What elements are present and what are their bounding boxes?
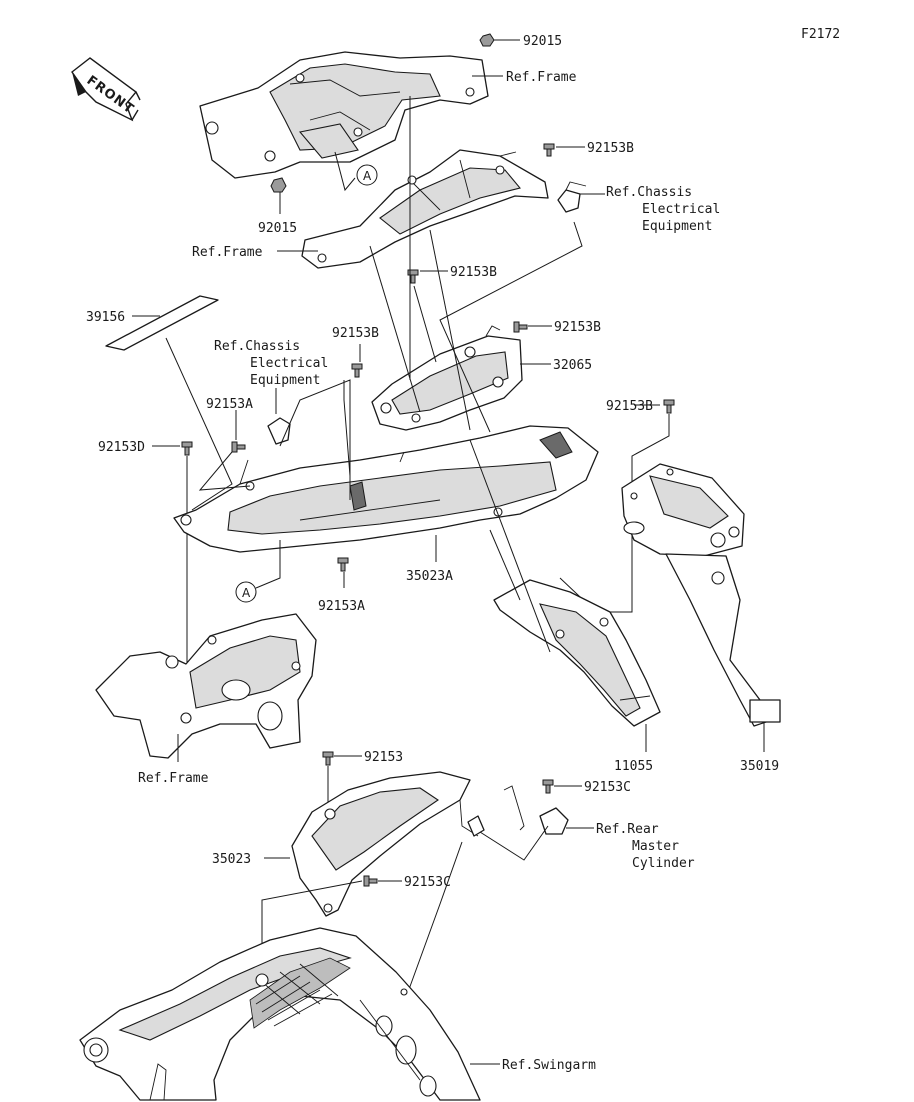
sticker-39156-part [105, 295, 219, 351]
label-ref-rear-1: Ref.Rear [596, 822, 659, 837]
bracket-11055-part [493, 579, 661, 727]
label-35023: 35023 [212, 852, 251, 867]
svg-text:A: A [242, 586, 251, 600]
bolt-92153b-top-icon [543, 143, 555, 157]
clip-rear-master-cylinder-icon [467, 785, 569, 837]
label-ref-rear-2: Master [632, 839, 679, 854]
label-ref-frame-top: Ref.Frame [506, 70, 577, 85]
label-ref-swingarm: Ref.Swingarm [502, 1058, 596, 1073]
bolt-92015-mid-icon [270, 177, 287, 193]
label-ref-chassis-l1: Ref.Chassis [214, 339, 300, 354]
label-92153b-top: 92153B [587, 141, 634, 156]
label-92153b-right: 92153B [554, 320, 601, 335]
bolt-92153c-mid-icon [363, 875, 378, 887]
label-ref-chassis-l2: Electrical [250, 356, 328, 371]
label-35023a: 35023A [406, 569, 453, 584]
label-35019: 35019 [740, 759, 779, 774]
bolt-92015-top-icon [479, 33, 495, 47]
label-92153c-top: 92153C [584, 780, 631, 795]
ref-a-circle-upper: A [334, 151, 378, 192]
label-ref-chassis-l3: Equipment [250, 373, 320, 388]
frame-upper-part [199, 51, 489, 179]
label-ref-rear-3: Cylinder [632, 856, 695, 871]
label-32065: 32065 [553, 358, 592, 373]
clip-chassis-top-icon [557, 181, 587, 213]
ref-a-circle-lower: A [235, 540, 281, 603]
frame-lower-part [95, 613, 317, 759]
front-arrow-icon: FRONT [71, 57, 141, 122]
bolt-92153b-right-icon [513, 321, 528, 333]
bolt-92153a-top-icon [231, 441, 246, 453]
swingarm-part [79, 927, 481, 1101]
label-92153: 92153 [364, 750, 403, 765]
clip-chassis-left-icon [267, 417, 291, 445]
label-92015-top: 92015 [523, 34, 562, 49]
label-92153b-far: 92153B [606, 399, 653, 414]
bolt-92153b-left-icon [351, 363, 363, 378]
rear-subframe-part [301, 149, 549, 269]
label-92015-mid: 92015 [258, 221, 297, 236]
label-92153d: 92153D [98, 440, 145, 455]
label-39156: 39156 [86, 310, 125, 325]
label-92153c-mid: 92153C [404, 875, 451, 890]
label-ref-chassis-1: Ref.Chassis [606, 185, 692, 200]
label-92153a-top: 92153A [206, 397, 253, 412]
bolt-92153c-top-icon [542, 779, 554, 794]
bolt-92153a-bottom-icon [337, 557, 349, 572]
figure-code: F2172 [801, 27, 840, 42]
label-92153b-mid: 92153B [450, 265, 497, 280]
bolt-92153b-mid-icon [407, 269, 419, 284]
bracket-32065-part [371, 325, 523, 431]
label-ref-frame-bottom: Ref.Frame [138, 771, 209, 786]
label-ref-chassis-3: Equipment [642, 219, 712, 234]
svg-text:A: A [363, 169, 372, 183]
label-92153b-left: 92153B [332, 326, 379, 341]
label-ref-frame-mid: Ref.Frame [192, 245, 263, 260]
bolt-92153b-far-icon [663, 399, 675, 414]
bolt-92153-icon [322, 751, 334, 766]
bolt-92153d-icon [181, 441, 193, 456]
rear-fender-35023-part [291, 771, 479, 917]
label-92153a-bottom: 92153A [318, 599, 365, 614]
bracket-35019-part [621, 463, 781, 727]
label-11055: 11055 [614, 759, 653, 774]
rear-cover-35023a-part [173, 425, 599, 553]
label-ref-chassis-2: Electrical [642, 202, 720, 217]
